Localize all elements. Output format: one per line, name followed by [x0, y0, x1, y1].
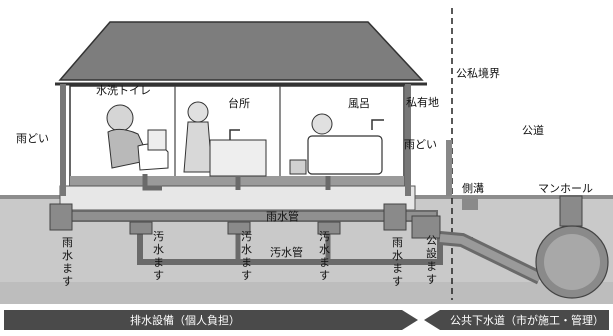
svg-text:水: 水	[241, 243, 252, 256]
rain-gutter-right-label: 雨どい	[404, 138, 437, 151]
svg-text:ま: ま	[241, 256, 252, 269]
boundary-wall	[446, 140, 452, 196]
rain-basin-1-label: 雨 水 ま す	[62, 236, 73, 288]
rain-basin-1	[49, 203, 73, 231]
rain-gutter-left-label: 雨どい	[16, 132, 49, 145]
svg-text:ま: ま	[319, 256, 330, 269]
svg-text:水: 水	[153, 243, 164, 256]
svg-text:設: 設	[426, 246, 437, 260]
sewage-basin-3-label: 汚 水 ま す	[319, 230, 330, 282]
stool-icon	[289, 159, 307, 175]
rain-gutter-left	[60, 84, 66, 196]
roof	[58, 21, 424, 81]
drain-drops	[142, 174, 331, 191]
manhole-shaft	[559, 195, 583, 227]
bottom-bar-left	[4, 310, 418, 330]
girl-body-icon	[183, 121, 213, 173]
boundary-label: 公私境界	[456, 66, 500, 80]
svg-text:ま: ま	[392, 262, 403, 275]
svg-text:雨: 雨	[392, 236, 403, 249]
rain-basin-2	[383, 203, 407, 231]
deep-soil	[0, 282, 613, 304]
svg-text:す: す	[153, 269, 164, 282]
svg-text:す: す	[426, 273, 437, 286]
girl-head-icon	[187, 101, 209, 123]
rain-pipe-label: 雨水管	[266, 209, 299, 223]
svg-text:水: 水	[319, 243, 330, 256]
manhole-chamber-inner	[544, 234, 600, 290]
sewage-basin-2	[227, 221, 251, 235]
kitchen-room	[183, 101, 267, 177]
public-road-label: 公道	[522, 123, 544, 137]
toilet-drain	[142, 174, 162, 191]
shower-faucet-icon	[371, 119, 384, 130]
side-ditch-label: 側溝	[462, 182, 484, 195]
svg-text:す: す	[62, 275, 73, 288]
sink-counter-icon	[209, 139, 267, 177]
toilet-tank-icon	[147, 129, 167, 151]
svg-text:汚: 汚	[241, 230, 252, 243]
svg-text:す: す	[241, 269, 252, 282]
svg-text:す: す	[392, 275, 403, 288]
svg-text:水: 水	[62, 249, 73, 262]
public-sewer-pipe-inner	[439, 234, 542, 282]
svg-text:雨: 雨	[62, 236, 73, 249]
rain-pipe-inner	[60, 212, 436, 220]
svg-text:汚: 汚	[319, 230, 330, 243]
svg-text:水: 水	[392, 249, 403, 262]
child-head-icon	[311, 113, 333, 135]
person-head-icon	[106, 104, 134, 132]
sewage-basin-1	[129, 221, 153, 235]
svg-text:ま: ま	[153, 256, 164, 269]
public-basin-label: 公 設 ま す	[426, 234, 437, 286]
svg-text:す: す	[319, 269, 330, 282]
bathtub-icon	[307, 135, 383, 175]
sewage-basin-2-label: 汚 水 ま す	[241, 230, 252, 282]
sewage-pipe-label: 汚水管	[270, 245, 303, 259]
faucet-icon	[229, 129, 240, 140]
svg-text:ま: ま	[62, 262, 73, 275]
bottom-bar-right-label: 公共下水道（市が施工・管理）	[450, 313, 604, 327]
side-ditch	[462, 196, 478, 210]
bottom-bar-left-label: 排水設備（個人負担）	[130, 313, 240, 327]
toilet-label: 水洗トイレ	[96, 84, 151, 97]
rain-basin-2-label: 雨 水 ま す	[392, 236, 403, 288]
sewage-basin-3	[317, 221, 341, 235]
bath-label: 風呂	[348, 97, 370, 110]
bottom-bar-right	[424, 310, 609, 330]
manhole-label: マンホール	[538, 182, 593, 195]
toilet-room	[106, 104, 169, 171]
kitchen-label: 台所	[228, 96, 250, 110]
bath-room	[289, 113, 384, 175]
svg-text:ま: ま	[426, 260, 437, 273]
private-land-label: 私有地	[406, 95, 439, 109]
sewage-basin-1-label: 汚 水 ま す	[153, 230, 164, 282]
rain-gutter-right	[405, 84, 411, 196]
svg-text:公: 公	[426, 234, 437, 247]
public-basin	[411, 215, 441, 239]
svg-text:汚: 汚	[153, 230, 164, 243]
